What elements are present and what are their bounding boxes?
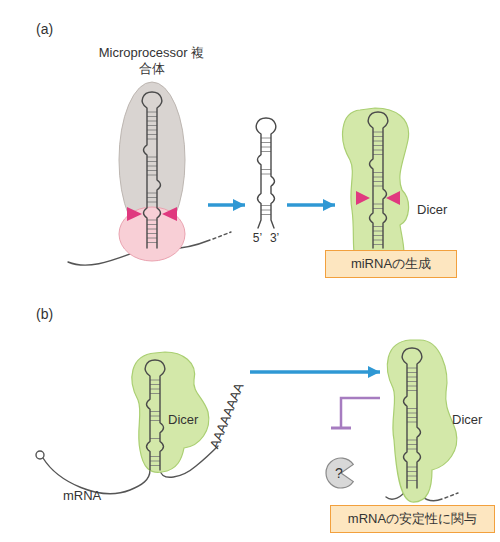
- node-outline: [95, 45, 208, 270]
- base-pairs: [407, 368, 417, 481]
- arrow-connector: [250, 370, 380, 374]
- arrow-connector: [287, 203, 335, 207]
- result-box: miRNAの生成: [325, 250, 457, 278]
- node-label: Dicer: [417, 202, 460, 218]
- arrow-connector: [208, 203, 245, 207]
- node-label: Dicer: [452, 412, 495, 428]
- node-outline: [245, 112, 287, 247]
- dicer-enzyme: Dicer: [380, 338, 495, 503]
- rna-hairpin: [145, 360, 164, 470]
- mrna-label: mRNA: [63, 487, 101, 505]
- panel-label: (a): [36, 20, 53, 38]
- microprocessor-subunit: [119, 207, 185, 261]
- node-label: 5’ 3’: [245, 230, 287, 246]
- pre-mirna-hairpin: 5’ 3’: [245, 112, 287, 247]
- base-pairs: [150, 380, 160, 466]
- node-label: Microprocessor 複合体: [95, 45, 208, 77]
- result-box: mRNAの安定性に関与: [330, 505, 495, 533]
- node-label: mRNAの安定性に関与: [331, 506, 494, 532]
- inhibition-connector: [341, 398, 380, 428]
- node-label: Dicer: [168, 412, 213, 428]
- unknown-nuclease: ?: [322, 428, 360, 490]
- rna-hairpin: [402, 348, 421, 488]
- node-label: ?: [320, 463, 358, 483]
- node-outline: [335, 105, 460, 255]
- rna-hairpin: [256, 118, 275, 228]
- dicer-shape: [343, 108, 409, 270]
- mrna-strand-dashed: [445, 493, 458, 498]
- rna-hairpin: [142, 92, 161, 248]
- rna-hairpin: [368, 112, 387, 248]
- base-pairs: [373, 132, 383, 245]
- dicer-shape: [387, 340, 456, 502]
- cleavage-site: [386, 191, 400, 205]
- dicer-enzyme: Dicer: [335, 105, 460, 255]
- node-label: miRNAの生成: [326, 251, 456, 277]
- mrna-strand-dashed: [213, 232, 231, 239]
- cleavage-site: [162, 207, 177, 221]
- cleavage-site: [127, 207, 142, 221]
- panel-label: (b): [36, 305, 53, 323]
- base-pairs: [147, 112, 157, 243]
- cleavage-site: [356, 191, 370, 205]
- microprocessor-complex: Microprocessor 複合体: [95, 45, 208, 270]
- polya-tail: AAAAAAAA: [206, 380, 249, 451]
- base-pairs: [261, 138, 271, 215]
